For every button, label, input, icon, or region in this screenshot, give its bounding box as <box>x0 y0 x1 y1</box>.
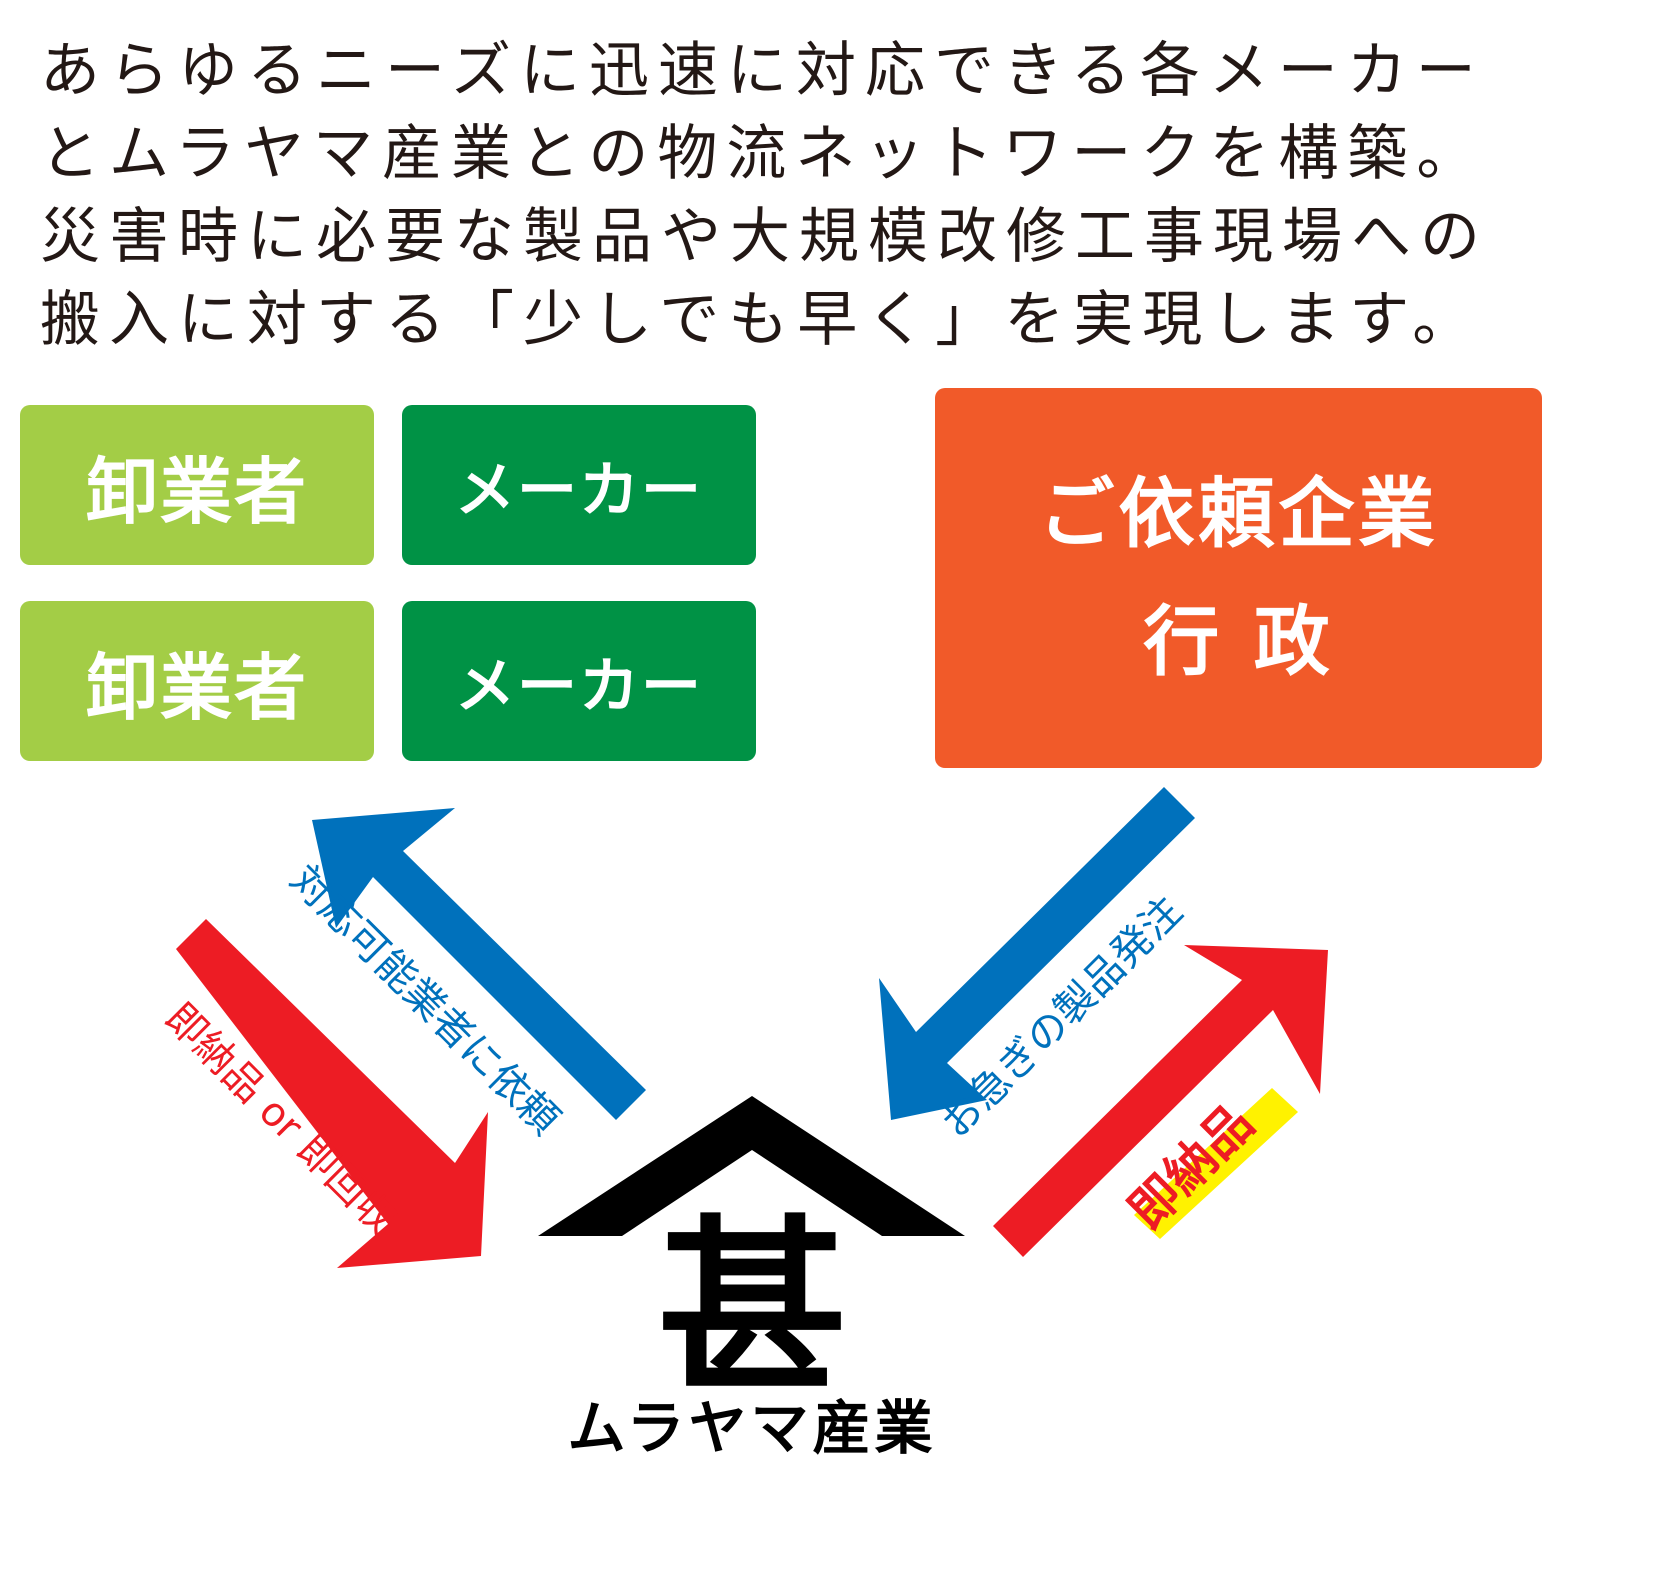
intro-line-2: とムラヤマ産業との物流ネットワークを構築。 <box>40 119 1486 189</box>
logo-kanji: 甚 <box>657 1199 847 1420</box>
company-name: ムラヤマ産業 <box>567 1394 936 1462</box>
blue-arrow-from-client <box>879 787 1195 1120</box>
wholesaler-box-2: 卸業者 <box>20 601 374 761</box>
logo-roof <box>538 1096 965 1236</box>
intro-line-4: 搬入に対する「少しでも早く」を実現します。 <box>40 285 1482 355</box>
client-label: ご依頼企業 <box>1038 469 1439 558</box>
maker-box-2: メーカー <box>402 601 756 761</box>
maker-box-1: メーカー <box>402 405 756 565</box>
intro-line-3: 災害時に必要な製品や大規模改修工事現場への <box>40 202 1489 272</box>
blue-arrow-to-makers <box>312 808 646 1120</box>
client-box: ご依頼企業 行 政 <box>935 388 1542 768</box>
government-label: 行 政 <box>1143 597 1334 686</box>
instant-delivery-highlight <box>1134 1088 1298 1239</box>
intro-text: あらゆるニーズに迅速に対応できる各メーカー とムラヤマ産業との物流ネットワークを… <box>40 30 1640 362</box>
wholesaler-box-1: 卸業者 <box>20 405 374 565</box>
red-arrow-from-makers <box>176 919 488 1268</box>
red-arrow-to-client <box>993 945 1328 1257</box>
intro-line-1: あらゆるニーズに迅速に対応できる各メーカー <box>40 36 1485 106</box>
